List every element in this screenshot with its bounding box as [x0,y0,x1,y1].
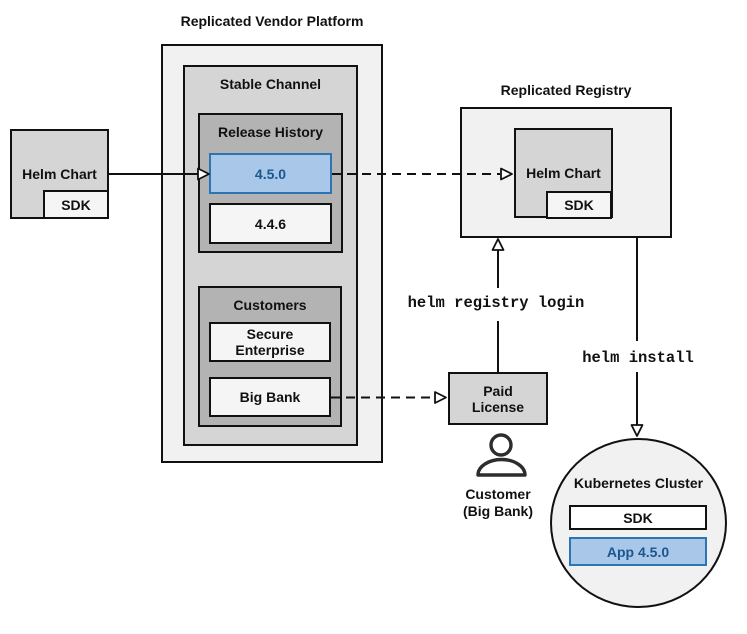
cmd-helm-install: helm install [580,349,696,367]
arrow-registry-to-cluster [630,238,644,437]
source-sdk-box: SDK [43,190,109,219]
cluster-app-box: App 4.5.0 [569,537,707,566]
release-446-label: 4.4.6 [254,215,287,232]
cluster-app-label: App 4.5.0 [606,543,670,560]
paid-license-label: Paid License [471,382,525,415]
registry-title: Replicated Registry [500,82,632,98]
release-450-box: 4.5.0 [209,153,332,194]
customer-secure-enterprise-box: Secure Enterprise [209,322,331,362]
source-sdk-label: SDK [61,196,91,213]
customer-caption: Customer (Big Bank) [463,486,533,519]
source-helm-chart-label: Helm Chart [22,166,97,182]
cluster-label: Kubernetes Cluster [573,475,704,491]
paid-license-box: Paid License [448,372,548,425]
customer-big-bank-box: Big Bank [209,377,331,417]
registry-sdk-label: SDK [564,197,594,213]
customer-big-bank-label: Big Bank [239,389,301,405]
release-446-box: 4.4.6 [209,203,332,244]
release-450-label: 4.5.0 [254,165,287,182]
cluster-sdk-label: SDK [623,509,653,526]
cluster-sdk-box: SDK [569,505,707,530]
person-icon [476,433,527,477]
registry-sdk-box: SDK [546,191,612,219]
customers-label: Customers [233,297,307,313]
stable-channel-label: Stable Channel [219,76,322,92]
vendor-platform-title: Replicated Vendor Platform [180,13,364,29]
registry-helm-chart-label: Helm Chart [526,165,601,181]
cmd-helm-registry-login: helm registry login [405,294,587,312]
release-history-label: Release History [217,124,324,140]
customer-secure-enterprise-label: Secure Enterprise [235,326,305,358]
